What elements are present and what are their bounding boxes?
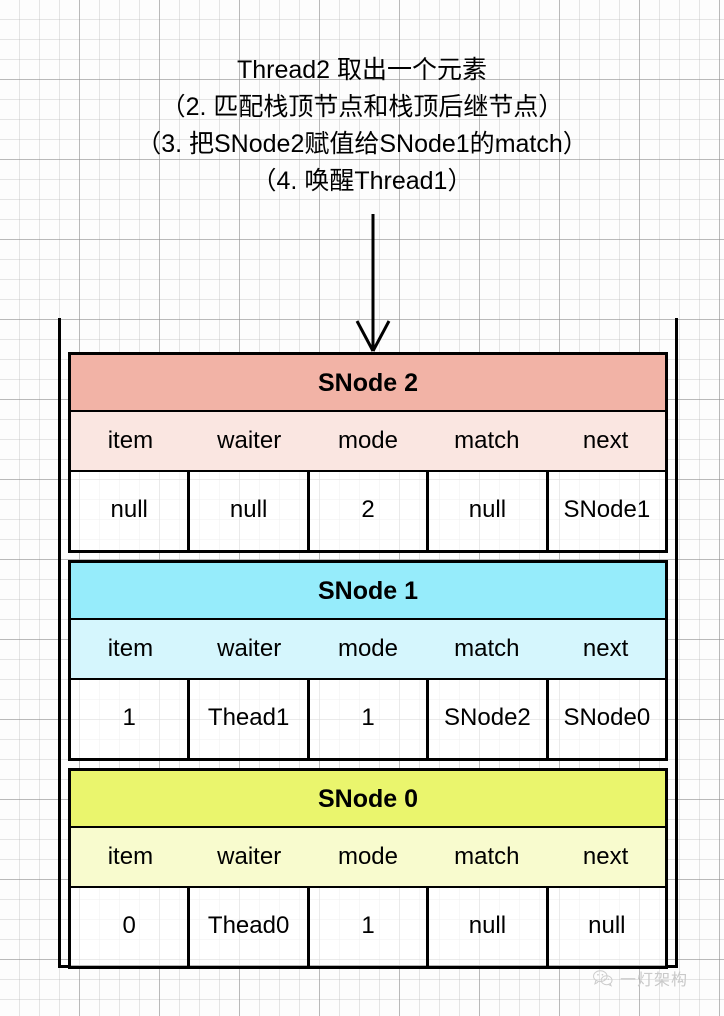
field-label-item: item bbox=[107, 843, 154, 870]
node-value-row-snode1: 1 Thead1 1 SNode2 SNode0 bbox=[71, 680, 665, 758]
field-label-match: match bbox=[454, 427, 520, 454]
field-label-item: item bbox=[107, 635, 154, 662]
field-label-match: match bbox=[454, 843, 520, 870]
value-next: SNode1 bbox=[563, 496, 651, 523]
value-match: SNode2 bbox=[429, 680, 549, 758]
field-label-mode: mode bbox=[337, 427, 399, 454]
watermark-text: 一灯架构 bbox=[620, 972, 689, 989]
value-next: SNode0 bbox=[563, 704, 651, 731]
node-title-snode1: SNode 1 bbox=[71, 563, 665, 620]
title-line-3: （3. 把SNode2赋值给SNode1的match） bbox=[136, 130, 588, 158]
value-mode: 2 bbox=[310, 472, 430, 550]
watermark: 一灯架构 bbox=[592, 966, 688, 990]
value-item: 0 bbox=[71, 888, 191, 966]
field-label-next: next bbox=[582, 843, 629, 870]
node-field-row-snode1: item waiter mode match next bbox=[71, 620, 665, 680]
node-table-snode2: SNode 2 item waiter mode match next null… bbox=[68, 352, 668, 553]
field-label-mode: mode bbox=[337, 635, 399, 662]
value-item: null bbox=[71, 472, 191, 550]
node-table-snode1: SNode 1 item waiter mode match next 1 Th… bbox=[68, 560, 668, 761]
value-next: null bbox=[588, 912, 626, 939]
title-line-2: （2. 匹配栈顶节点和栈顶后继节点） bbox=[160, 93, 564, 121]
node-title-snode0: SNode 0 bbox=[71, 771, 665, 828]
field-label-next: next bbox=[582, 427, 629, 454]
value-mode: 1 bbox=[310, 888, 430, 966]
node-field-row-snode0: item waiter mode match next bbox=[71, 828, 665, 888]
field-label-waiter: waiter bbox=[217, 427, 282, 454]
field-label-next: next bbox=[582, 635, 629, 662]
node-title-snode2: SNode 2 bbox=[71, 355, 665, 412]
field-label-mode: mode bbox=[337, 843, 399, 870]
value-waiter: null bbox=[190, 472, 310, 550]
value-mode: 1 bbox=[310, 680, 430, 758]
value-match: null bbox=[429, 888, 549, 966]
value-match: null bbox=[429, 472, 549, 550]
wechat-icon bbox=[593, 970, 613, 987]
down-arrow-icon bbox=[355, 214, 391, 352]
field-label-item: item bbox=[107, 427, 154, 454]
node-value-row-snode2: null null 2 null SNode1 bbox=[71, 472, 665, 550]
title-line-4: （4. 唤醒Thread1） bbox=[251, 167, 473, 195]
diagram-title: Thread2 取出一个元素 （2. 匹配栈顶节点和栈顶后继节点） （3. 把S… bbox=[0, 52, 724, 200]
node-value-row-snode0: 0 Thead0 1 null null bbox=[71, 888, 665, 966]
field-label-match: match bbox=[454, 635, 520, 662]
field-label-waiter: waiter bbox=[217, 635, 282, 662]
title-line-1: Thread2 取出一个元素 bbox=[236, 56, 488, 84]
value-waiter: Thead0 bbox=[190, 888, 310, 966]
value-waiter: Thead1 bbox=[190, 680, 310, 758]
field-label-waiter: waiter bbox=[217, 843, 282, 870]
node-field-row-snode2: item waiter mode match next bbox=[71, 412, 665, 472]
node-table-snode0: SNode 0 item waiter mode match next 0 Th… bbox=[68, 768, 668, 969]
value-item: 1 bbox=[71, 680, 191, 758]
